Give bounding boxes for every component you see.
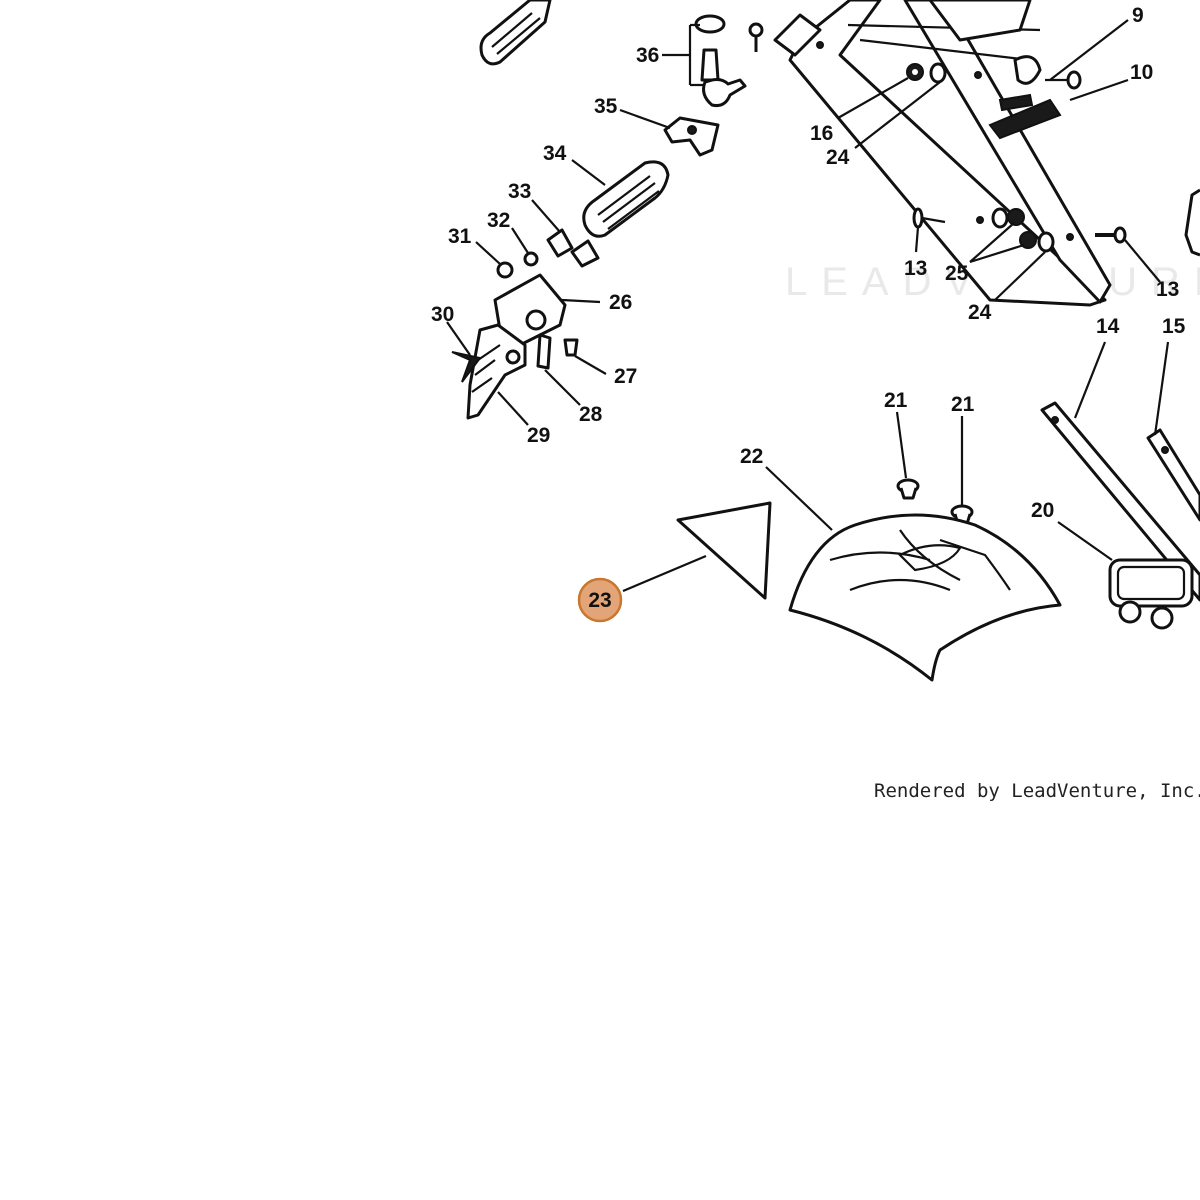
callout-20[interactable]: 20 bbox=[1031, 499, 1054, 522]
callout-30[interactable]: 30 bbox=[431, 303, 454, 326]
part-25-nuts bbox=[1007, 208, 1037, 249]
part-29-pedal bbox=[466, 323, 527, 420]
callout-35[interactable]: 35 bbox=[594, 95, 618, 118]
part-36-switch bbox=[694, 14, 747, 107]
part-13-bolt-right bbox=[1095, 226, 1127, 244]
part-28-bolt bbox=[536, 333, 552, 370]
part-30-spring bbox=[451, 351, 482, 383]
part-14-bar bbox=[1040, 401, 1200, 602]
part-15-bar bbox=[1146, 428, 1200, 522]
frame-assembly bbox=[773, 0, 1112, 307]
callout-16[interactable]: 16 bbox=[810, 122, 833, 145]
callout-24-top[interactable]: 24 bbox=[826, 146, 850, 169]
part-27-bolt bbox=[563, 338, 579, 357]
callout-26[interactable]: 26 bbox=[609, 291, 632, 314]
part-21-plug-left bbox=[896, 478, 920, 500]
pin-36-side bbox=[748, 22, 764, 52]
callout-22[interactable]: 22 bbox=[740, 445, 763, 468]
callout-13-right[interactable]: 13 bbox=[1156, 278, 1179, 301]
callout-23[interactable]: 23 bbox=[588, 589, 611, 612]
callout-27[interactable]: 27 bbox=[614, 365, 637, 388]
callout-25[interactable]: 25 bbox=[945, 262, 969, 285]
part-31-nut bbox=[496, 261, 514, 279]
part-35-clip bbox=[663, 116, 720, 157]
callout-23-highlight[interactable]: 23 bbox=[577, 577, 623, 623]
part-13-bolt-left bbox=[912, 207, 946, 229]
callout-29[interactable]: 29 bbox=[527, 424, 550, 447]
callout-28[interactable]: 28 bbox=[579, 403, 603, 426]
callout-24-lower[interactable]: 24 bbox=[968, 301, 992, 324]
partial-part-right bbox=[1184, 188, 1200, 257]
callout-32[interactable]: 32 bbox=[487, 209, 510, 232]
callout-36[interactable]: 36 bbox=[636, 44, 659, 67]
callout-14[interactable]: 14 bbox=[1096, 315, 1120, 338]
callouts: 9 10 36 35 34 33 32 31 30 26 27 28 29 16… bbox=[431, 4, 1186, 522]
part-24-washer-top bbox=[929, 62, 947, 84]
leader-lines bbox=[446, 19, 1170, 593]
part-33-bushings bbox=[546, 228, 600, 268]
callout-10[interactable]: 10 bbox=[1130, 61, 1153, 84]
callout-33[interactable]: 33 bbox=[508, 180, 531, 203]
callout-21-right[interactable]: 21 bbox=[951, 393, 975, 416]
callout-15[interactable]: 15 bbox=[1162, 315, 1186, 338]
part-34-grip bbox=[582, 160, 670, 238]
callout-21-left[interactable]: 21 bbox=[884, 389, 908, 412]
part-10-bracket bbox=[988, 93, 1062, 140]
callout-34[interactable]: 34 bbox=[543, 142, 567, 165]
part-20-plate bbox=[1108, 558, 1194, 630]
highlight-circle[interactable] bbox=[577, 577, 623, 623]
credit-text: Rendered by LeadVenture, Inc. bbox=[874, 780, 1200, 802]
part-9-pin bbox=[1045, 70, 1082, 90]
part-32-nut bbox=[523, 251, 539, 267]
part-16-nut bbox=[906, 63, 924, 81]
part-23-reflector bbox=[676, 501, 772, 600]
callout-31[interactable]: 31 bbox=[448, 225, 472, 248]
top-grip-partial bbox=[479, 0, 552, 66]
callout-9[interactable]: 9 bbox=[1132, 4, 1144, 27]
part-24-washers-lower bbox=[991, 207, 1055, 253]
part-22-cover bbox=[788, 513, 1062, 682]
callout-13-left[interactable]: 13 bbox=[904, 257, 927, 280]
